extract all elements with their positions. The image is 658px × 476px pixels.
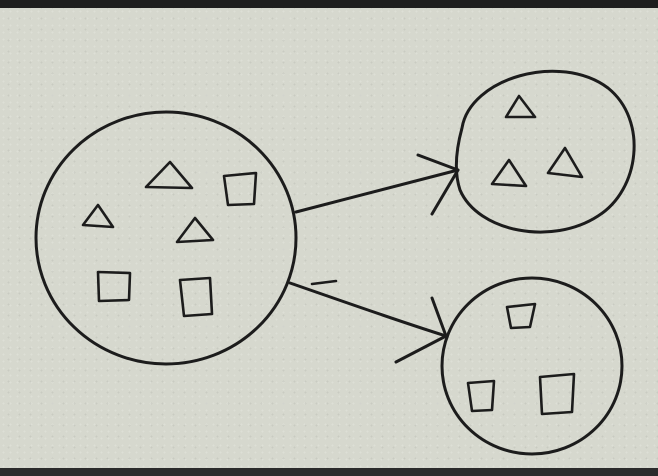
source-triangle-3 bbox=[175, 216, 215, 244]
triangles-group-circle bbox=[454, 69, 636, 234]
source-square-2 bbox=[96, 270, 132, 303]
group-square-1 bbox=[505, 302, 537, 330]
group-triangle-1 bbox=[504, 94, 537, 119]
arrow-to-triangles bbox=[294, 153, 460, 216]
squares-group bbox=[440, 276, 624, 456]
source-square-3 bbox=[178, 276, 214, 318]
arrow-tail-tick bbox=[310, 279, 338, 286]
photo-top-edge bbox=[0, 0, 658, 8]
paper-background bbox=[0, 8, 658, 468]
source-triangle-1 bbox=[144, 160, 194, 190]
source-group-circle bbox=[34, 110, 298, 366]
arrow-head-upper bbox=[416, 153, 460, 216]
arrow-to-squares bbox=[288, 279, 448, 364]
arrow-shaft-upper bbox=[294, 168, 460, 214]
arrow-shaft-lower bbox=[288, 281, 448, 338]
squares-group-circle bbox=[440, 276, 624, 456]
source-triangle-2 bbox=[81, 203, 115, 229]
source-square-1 bbox=[222, 171, 258, 207]
group-triangle-3 bbox=[490, 158, 528, 188]
group-triangle-2 bbox=[546, 146, 584, 179]
group-square-3 bbox=[538, 372, 576, 416]
triangles-group bbox=[454, 69, 636, 234]
source-group bbox=[34, 110, 298, 366]
arrow-head-lower bbox=[394, 296, 448, 364]
group-square-2 bbox=[466, 379, 496, 413]
